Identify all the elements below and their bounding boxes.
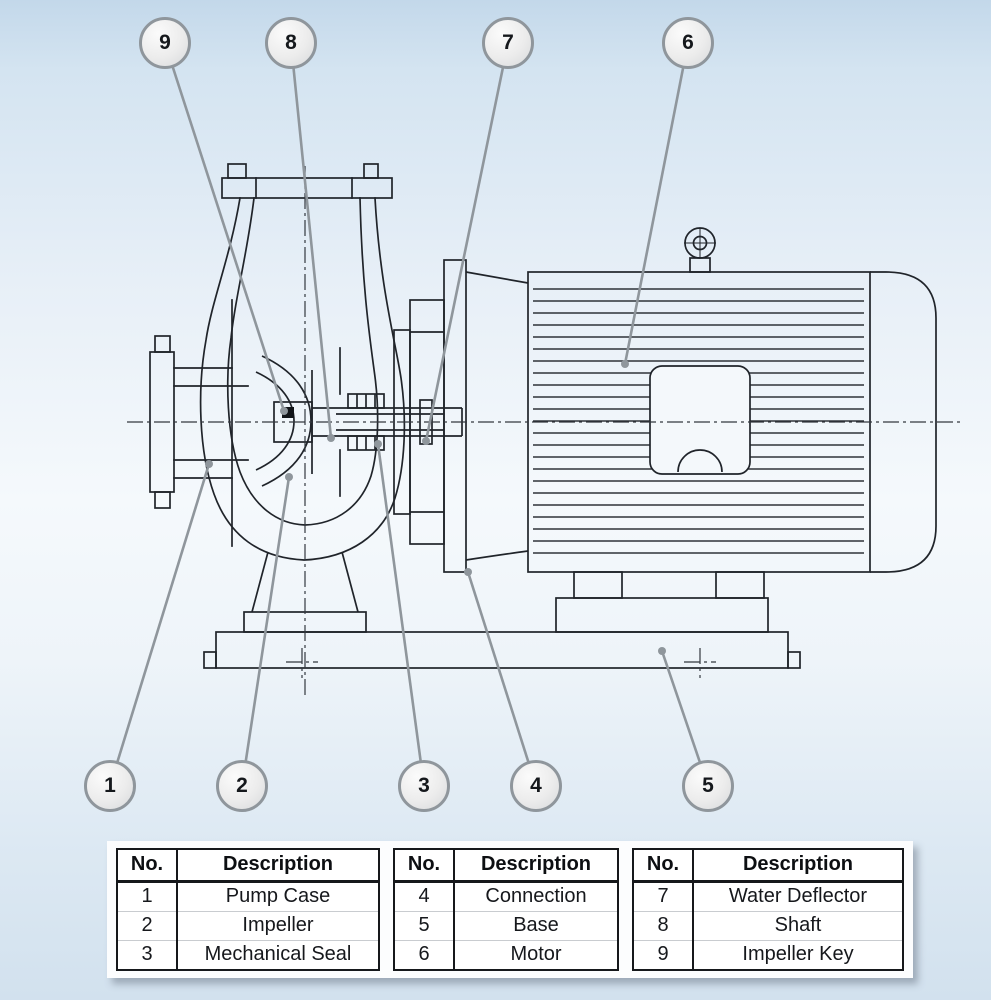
table-row: 7 Water Deflector <box>633 881 903 912</box>
callout-balloon-1: 1 <box>84 760 136 812</box>
callout-balloon-9: 9 <box>139 17 191 69</box>
part-description-cell: Shaft <box>693 911 903 941</box>
callout-balloon-4: 4 <box>510 760 562 812</box>
callout-balloon-3: 3 <box>398 760 450 812</box>
table-row: 4 Connection <box>394 881 618 912</box>
table-row: 5 Base <box>394 911 618 941</box>
motor <box>527 227 937 573</box>
col-header-no: No. <box>633 849 694 883</box>
balloon-number: 3 <box>418 774 430 797</box>
balloon-number: 4 <box>530 774 542 797</box>
leader-lines <box>108 42 710 787</box>
col-header-no: No. <box>394 849 455 883</box>
parts-table-group-3: No. Description 7 Water Deflector 8 Shaf… <box>632 848 904 971</box>
table-header-row: No. Description <box>394 849 618 883</box>
part-description-cell: Water Deflector <box>728 885 868 907</box>
balloon-number: 5 <box>702 774 714 797</box>
callout-balloon-7: 7 <box>482 17 534 69</box>
parts-tables-panel: No. Description 1 Pump Case 2 Impeller 3… <box>107 841 913 978</box>
callout-balloon-2: 2 <box>216 760 268 812</box>
part-number-cell: 4 <box>394 881 455 912</box>
callout-balloon-8: 8 <box>265 17 317 69</box>
table-row: 8 Shaft <box>633 911 903 941</box>
base <box>203 551 801 669</box>
part-description-cell: Mechanical Seal <box>177 940 379 970</box>
table-header-row: No. Description <box>633 849 903 883</box>
table-row: 1 Pump Case <box>117 881 379 912</box>
connection-bracket <box>409 259 529 573</box>
part-description-cell: Base <box>454 911 618 941</box>
part-number-cell: 3 <box>117 940 178 970</box>
col-header-description: Description <box>177 849 379 883</box>
part-number-cell: 6 <box>394 940 455 970</box>
balloon-number: 7 <box>502 31 514 54</box>
col-header-description: Description <box>693 849 903 883</box>
callout-balloon-5: 5 <box>682 760 734 812</box>
callout-balloon-6: 6 <box>662 17 714 69</box>
part-number-cell: 2 <box>117 911 178 941</box>
table-row: 2 Impeller <box>117 911 379 941</box>
centerlines <box>127 166 962 696</box>
part-number-cell: 1 <box>117 881 178 912</box>
parts-table-group-2: No. Description 4 Connection 5 Base 6 Mo… <box>393 848 619 971</box>
table-row: 9 Impeller Key <box>633 940 903 970</box>
part-description-cell: Motor <box>454 940 618 970</box>
table-row: 3 Mechanical Seal <box>117 940 379 970</box>
balloon-number: 1 <box>104 774 116 797</box>
table-header-row: No. Description <box>117 849 379 883</box>
part-number-cell: 5 <box>394 911 455 941</box>
part-number-cell: 9 <box>633 940 694 970</box>
part-number-cell: 7 <box>633 881 694 912</box>
parts-table-group-1: No. Description 1 Pump Case 2 Impeller 3… <box>116 848 380 971</box>
part-description-cell: Connection <box>485 885 587 907</box>
impeller-key <box>282 407 294 418</box>
balloon-number: 9 <box>159 31 171 54</box>
part-description-cell: Impeller Key <box>693 940 903 970</box>
col-header-description: Description <box>454 849 618 883</box>
balloon-number: 6 <box>682 31 694 54</box>
part-number-cell: 8 <box>633 911 694 941</box>
balloon-number: 2 <box>236 774 248 797</box>
junction-box-arc <box>677 449 723 473</box>
part-description-cell: Pump Case <box>225 885 331 907</box>
part-description-cell: Impeller <box>177 911 379 941</box>
impeller <box>255 355 313 487</box>
col-header-no: No. <box>117 849 178 883</box>
balloon-number: 8 <box>285 31 297 54</box>
shaft-and-seal <box>312 393 463 451</box>
pump-casing <box>149 163 411 561</box>
table-row: 6 Motor <box>394 940 618 970</box>
